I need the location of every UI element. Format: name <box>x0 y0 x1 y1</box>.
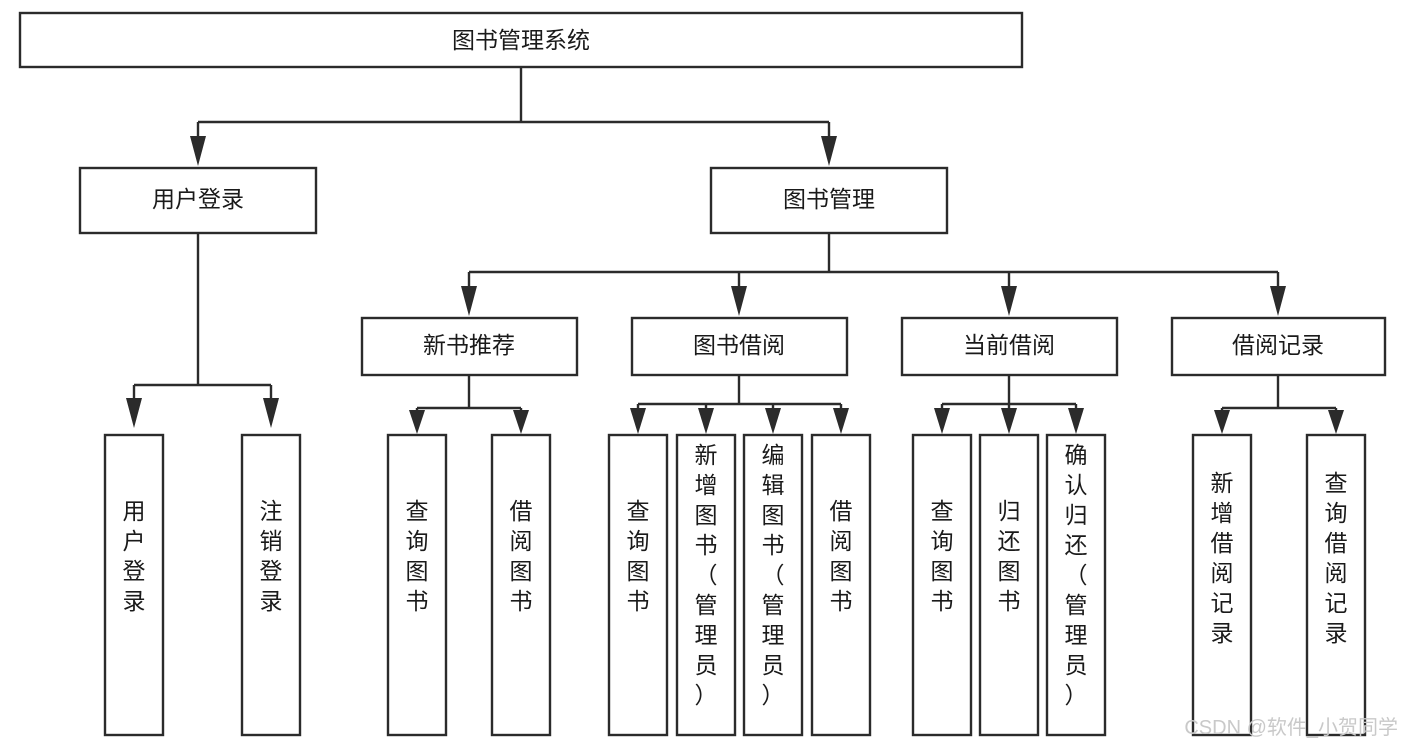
arrow-head-leaf-query-book-1 <box>409 410 425 434</box>
arrow-head-leaf-return-book <box>1001 408 1017 434</box>
arrow-head-leaf-user-logout <box>263 398 279 428</box>
node-current-borrow[interactable]: 当前借阅 <box>900 316 1119 377</box>
connector-group-user-login <box>126 233 279 428</box>
node-root[interactable]: 图书管理系统 <box>18 11 1024 69</box>
leaf-node-add-book[interactable]: 新增图书（管理员） <box>675 433 737 737</box>
leaf-user-login-box[interactable] <box>103 433 165 737</box>
node-book-borrow-box[interactable] <box>630 316 849 377</box>
leaf-borrow-book-2-box[interactable] <box>810 433 872 737</box>
arrow-head-user-login <box>190 136 206 166</box>
leaf-node-query-record[interactable]: 查询借阅记录 <box>1305 433 1367 737</box>
connector-group-borrow-record <box>1214 375 1344 434</box>
leaf-add-record-label: 新增借阅记录 <box>1211 470 1234 646</box>
node-borrow-record-label: 借阅记录 <box>1232 332 1324 358</box>
leaf-add-book-box[interactable] <box>675 433 737 737</box>
csdn-watermark: CSDN @软件_小贺同学 <box>1184 716 1398 739</box>
arrow-head-leaf-query-record <box>1328 410 1344 434</box>
leaf-confirm-return-label: 确认归还（管理员） <box>1065 442 1088 708</box>
leaf-query-book-1-box[interactable] <box>386 433 448 737</box>
node-borrow-record[interactable]: 借阅记录 <box>1170 316 1387 377</box>
node-user-login[interactable]: 用户登录 <box>78 166 318 235</box>
connector-group-book-manage <box>461 233 1286 316</box>
arrow-head-leaf-query-book-3 <box>934 408 950 434</box>
arrow-head-leaf-user-login <box>126 398 142 428</box>
arrow-head-leaf-query-book-2 <box>630 408 646 434</box>
arrow-head-leaf-add-record <box>1214 410 1230 434</box>
arrow-head-leaf-confirm-return <box>1068 408 1084 434</box>
leaf-node-user-logout[interactable]: 注销登录 <box>240 433 302 737</box>
leaf-node-borrow-book-1[interactable]: 借阅图书 <box>490 433 552 737</box>
leaf-return-book-label: 归还图书 <box>998 498 1021 614</box>
leaf-add-record-box[interactable] <box>1191 433 1253 737</box>
leaf-node-query-book-3[interactable]: 查询图书 <box>911 433 973 737</box>
node-borrow-record-box[interactable] <box>1170 316 1387 377</box>
connector-group-book-borrow <box>630 375 849 434</box>
node-root-box[interactable] <box>18 11 1024 69</box>
leaf-user-login-label: 用户登录 <box>123 498 146 614</box>
node-new-book-recommend[interactable]: 新书推荐 <box>360 316 579 377</box>
node-root-label: 图书管理系统 <box>452 27 590 53</box>
leaf-node-return-book[interactable]: 归还图书 <box>978 433 1040 737</box>
arrow-head-book-manage <box>821 136 837 166</box>
leaf-node-query-book-1[interactable]: 查询图书 <box>386 433 448 737</box>
leaf-user-logout-box[interactable] <box>240 433 302 737</box>
leaf-query-record-label: 查询借阅记录 <box>1325 470 1348 646</box>
connector-group-current-borrow <box>934 375 1084 434</box>
leaf-edit-book-label: 编辑图书（管理员） <box>762 442 785 708</box>
node-current-borrow-box[interactable] <box>900 316 1119 377</box>
node-book-borrow-label: 图书借阅 <box>693 332 785 358</box>
node-book-manage-label: 图书管理 <box>783 186 875 212</box>
leaf-query-book-3-label: 查询图书 <box>931 498 954 614</box>
node-user-login-label: 用户登录 <box>152 186 244 212</box>
leaf-query-book-2-label: 查询图书 <box>627 498 650 614</box>
connector-group-root <box>190 67 837 166</box>
leaf-node-edit-book[interactable]: 编辑图书（管理员） <box>742 433 804 737</box>
arrow-head-leaf-borrow-book-2 <box>833 408 849 434</box>
leaf-borrow-book-1-box[interactable] <box>490 433 552 737</box>
node-current-borrow-label: 当前借阅 <box>963 332 1055 358</box>
leaf-node-borrow-book-2[interactable]: 借阅图书 <box>810 433 872 737</box>
node-user-login-box[interactable] <box>78 166 318 235</box>
connector-group-new-book-recommend <box>409 375 529 434</box>
arrow-head-new-book-recommend <box>461 286 477 316</box>
leaf-node-add-record[interactable]: 新增借阅记录 <box>1191 433 1253 737</box>
leaf-edit-book-box[interactable] <box>742 433 804 737</box>
leaf-node-confirm-return[interactable]: 确认归还（管理员） <box>1045 433 1107 737</box>
node-new-book-recommend-label: 新书推荐 <box>423 332 515 358</box>
arrow-head-book-borrow <box>731 286 747 316</box>
leaf-query-book-1-label: 查询图书 <box>406 498 429 614</box>
leaf-return-book-box[interactable] <box>978 433 1040 737</box>
arrow-head-leaf-borrow-book-1 <box>513 410 529 434</box>
leaf-user-logout-label: 注销登录 <box>260 498 283 614</box>
arrow-head-borrow-record <box>1270 286 1286 316</box>
leaf-borrow-book-2-label: 借阅图书 <box>830 498 853 614</box>
leaf-add-book-label: 新增图书（管理员） <box>695 442 718 708</box>
node-book-manage-box[interactable] <box>709 166 949 235</box>
arrow-head-leaf-edit-book <box>765 408 781 434</box>
leaf-node-query-book-2[interactable]: 查询图书 <box>607 433 669 737</box>
node-book-manage[interactable]: 图书管理 <box>709 166 949 235</box>
leaf-query-record-box[interactable] <box>1305 433 1367 737</box>
leaf-query-book-3-box[interactable] <box>911 433 973 737</box>
leaf-query-book-2-box[interactable] <box>607 433 669 737</box>
node-book-borrow[interactable]: 图书借阅 <box>630 316 849 377</box>
leaf-confirm-return-box[interactable] <box>1045 433 1107 737</box>
leaf-node-user-login[interactable]: 用户登录 <box>103 433 165 737</box>
node-new-book-recommend-box[interactable] <box>360 316 579 377</box>
arrow-head-current-borrow <box>1001 286 1017 316</box>
arrow-head-leaf-add-book <box>698 408 714 434</box>
leaf-borrow-book-1-label: 借阅图书 <box>510 498 533 614</box>
